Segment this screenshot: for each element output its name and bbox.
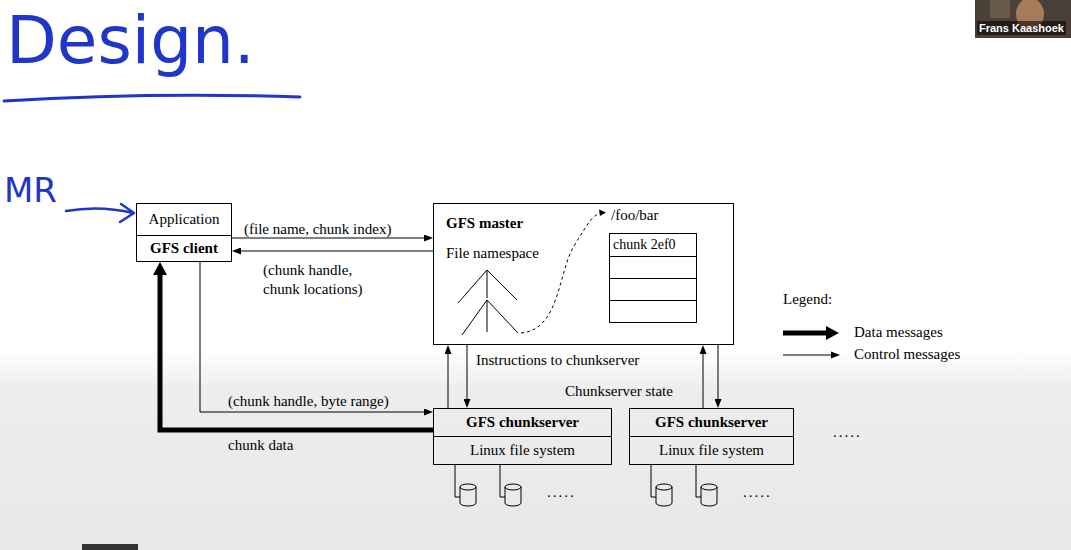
box-row: GFS chunkserver: [434, 409, 611, 437]
message-label: (chunk handle, byte range): [228, 393, 389, 409]
chunk-table: /foo/bar chunk 2ef0: [609, 207, 697, 323]
box-row: Linux file system: [630, 437, 793, 464]
disk-wire: [500, 465, 505, 497]
box-row: Linux file system: [434, 437, 611, 464]
disk-symbol: [505, 484, 521, 490]
table-row: [610, 300, 696, 322]
message-label: Chunkserver state: [565, 383, 673, 399]
legend-entry: Control messages: [854, 346, 960, 363]
box-label: Linux file system: [659, 442, 764, 459]
pointer-arrowhead: [120, 204, 134, 222]
legend-text: Control messages: [854, 346, 960, 362]
disk-symbol: [656, 484, 672, 490]
handwritten-title: Design.: [6, 2, 255, 80]
message-label: chunk data: [228, 437, 293, 453]
message-label: (file name, chunk index): [244, 221, 391, 237]
legend-text: Data messages: [854, 324, 943, 340]
box-title: GFS master: [446, 215, 523, 232]
tree-branch: [487, 270, 517, 300]
box-label: Application: [149, 204, 220, 235]
data-message-arrow: [160, 275, 433, 430]
message-label: (chunk handle, chunk locations): [263, 261, 381, 299]
ellipsis: .....: [743, 484, 772, 501]
namespace-tree: [458, 270, 518, 335]
control-message-arrow: [467, 345, 468, 399]
legend-control-sample-head: [831, 352, 840, 359]
legend-data-sample: [783, 331, 827, 336]
disk-wire: [696, 465, 701, 497]
control-message-arrow: [703, 354, 704, 408]
table-heading: /foo/bar: [609, 207, 658, 224]
dashed-pointer-head: [599, 210, 606, 217]
handwritten-note: MR: [4, 170, 57, 210]
ellipsis: .....: [833, 424, 862, 441]
box-title: GFS chunkserver: [655, 414, 768, 431]
dashed-pointer: [521, 213, 601, 333]
disk-wire: [651, 465, 656, 497]
toolbar-stub: [82, 544, 138, 550]
control-message-arrow: [718, 345, 719, 399]
table-row: [610, 256, 696, 278]
pointer-arrow: [66, 208, 133, 213]
ellipsis: .....: [547, 484, 576, 501]
legend-entry: Data messages: [854, 324, 943, 341]
box-title: GFS chunkserver: [466, 414, 579, 431]
title-underline: [4, 95, 300, 101]
tree-branch: [487, 270, 488, 298]
tree-branch: [487, 300, 488, 332]
application-box: Application: [136, 203, 232, 236]
chunkserver-box: GFS chunkserverLinux file system: [433, 408, 612, 465]
box-row: GFS chunkserver: [630, 409, 793, 437]
table-row: chunk 2ef0: [610, 234, 696, 256]
message-label: Instructions to chunkserver: [476, 352, 639, 368]
chunkserver-box: GFS chunkserverLinux file system: [629, 408, 794, 465]
disk-group: [455, 465, 521, 506]
disk-symbol: [460, 484, 476, 490]
control-message-arrow: [232, 238, 424, 239]
table-cell: chunk 2ef0: [610, 234, 676, 255]
video-backdrop: [990, 0, 1010, 18]
box-label: GFS client: [150, 236, 218, 261]
legend-control-sample: [783, 355, 831, 356]
disk-symbol: [701, 484, 717, 490]
tree-branch: [462, 300, 487, 335]
control-message-arrow: [448, 354, 449, 408]
box-label: Linux file system: [470, 442, 575, 459]
tree-branch: [458, 270, 487, 303]
client-box: GFS client: [136, 235, 232, 262]
tree-branch: [487, 300, 518, 333]
table-outline: chunk 2ef0: [609, 233, 697, 323]
legend-data-sample-head: [826, 326, 839, 340]
control-message-arrow: [200, 262, 424, 412]
control-message-arrow: [241, 251, 433, 252]
box-label: File namespace: [446, 245, 539, 262]
participant-name: Frans Kaashoek: [977, 21, 1066, 35]
table-row: [610, 278, 696, 300]
disk-wire: [455, 465, 460, 497]
disk-group: [651, 465, 717, 506]
master-box: GFS masterFile namespace/foo/bar chunk 2e…: [433, 203, 734, 345]
legend-heading: Legend:: [783, 291, 832, 308]
